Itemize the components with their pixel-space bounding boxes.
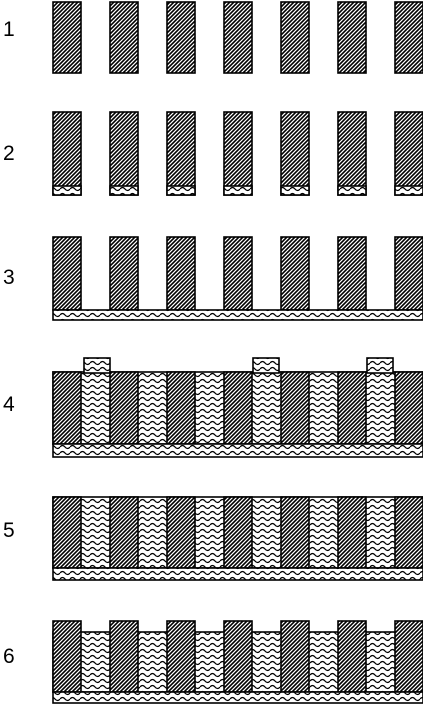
pillar (394, 371, 423, 445)
pillar (109, 111, 139, 196)
bottom-layer (52, 309, 423, 321)
bottom-layer (52, 691, 423, 704)
pillar (109, 371, 139, 445)
pillar (223, 1, 253, 74)
pillar (52, 236, 82, 311)
step-4-structure (52, 357, 423, 458)
pillar (394, 620, 423, 693)
pillar-foot-deposit (166, 185, 196, 196)
pillar (109, 620, 139, 693)
pillar (223, 111, 253, 196)
pillar-foot-deposit (394, 185, 423, 196)
pillar (223, 496, 253, 569)
pillar (52, 1, 82, 74)
pillar (337, 620, 367, 693)
pillar (223, 371, 253, 445)
pillar (280, 1, 310, 74)
pillar (52, 496, 82, 569)
pillar (166, 1, 196, 74)
pillar (166, 496, 196, 569)
step-5-structure (52, 496, 423, 581)
pillar (394, 496, 423, 569)
pillar (223, 236, 253, 311)
bottom-layer (52, 567, 423, 581)
pillar-foot-deposit (223, 185, 253, 196)
pillar-foot-deposit (52, 185, 82, 196)
pillar (52, 111, 82, 196)
pillar (223, 620, 253, 693)
step-label-5: 5 (3, 519, 15, 542)
step-label-1: 1 (3, 18, 15, 41)
pillar (337, 111, 367, 196)
pillar (280, 620, 310, 693)
fill-bump (366, 357, 394, 374)
step-1-structure (52, 1, 423, 74)
pillar (109, 236, 139, 311)
step-label-6: 6 (3, 645, 15, 668)
pillar (337, 236, 367, 311)
pillar (166, 620, 196, 693)
pillar-foot-deposit (280, 185, 310, 196)
pillar (52, 620, 82, 693)
pillar (166, 236, 196, 311)
pillar (394, 1, 423, 74)
pillar (280, 371, 310, 445)
pillar (166, 371, 196, 445)
pillar (394, 111, 423, 196)
pillar (280, 496, 310, 569)
pillar (280, 111, 310, 196)
pillar (337, 1, 367, 74)
pillar-foot-deposit (337, 185, 367, 196)
pillar (109, 496, 139, 569)
fill-bump (252, 357, 280, 374)
step-3-structure (52, 236, 423, 321)
pillar (280, 236, 310, 311)
step-label-2: 2 (3, 142, 15, 165)
pillar (109, 1, 139, 74)
fill-bump (83, 357, 111, 374)
pillar (52, 371, 82, 445)
step-2-structure (52, 111, 423, 196)
bottom-layer (52, 443, 423, 458)
pillar (337, 496, 367, 569)
pillar (394, 236, 423, 311)
pillar (166, 111, 196, 196)
step-6-structure (52, 620, 423, 704)
pillar (337, 371, 367, 445)
step-label-4: 4 (3, 393, 15, 416)
pillar-foot-deposit (109, 185, 139, 196)
step-label-3: 3 (3, 266, 15, 289)
